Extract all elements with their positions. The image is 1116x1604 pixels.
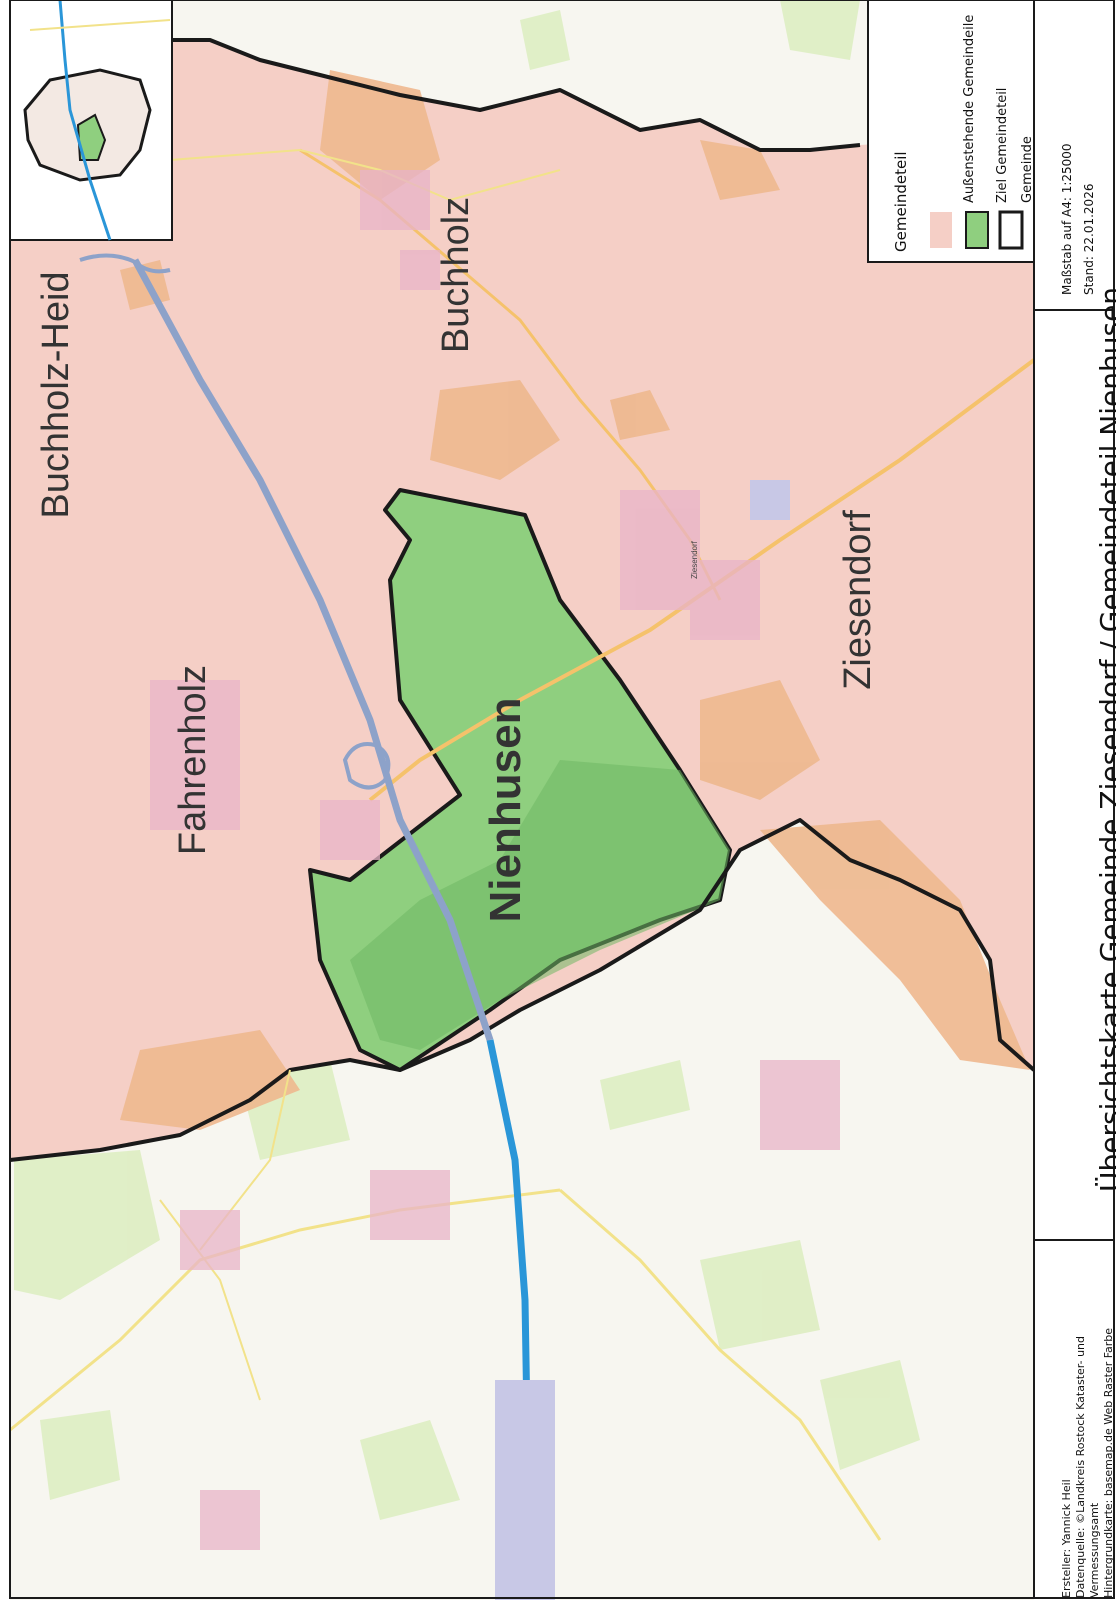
legend-swatch-surrounding (930, 212, 952, 248)
legend-swatch-municipality (998, 210, 1024, 250)
credits-source-cont: Vermessungsamt (1088, 1502, 1101, 1598)
scale-text: Maßstab auf A4: 1:25000 (1060, 143, 1074, 295)
legend-label-municipality: Gemeinde (1020, 136, 1035, 203)
legend-label-target: Ziel Gemeindeteil (995, 87, 1010, 203)
settlements (150, 170, 840, 1550)
label-buchholz-heide: Buchholz-Heid (35, 271, 77, 518)
municipality-boundary-north (172, 38, 861, 152)
label-fahrenholz: Fahrenholz (172, 665, 214, 855)
municipality-boundary (9, 818, 1036, 1162)
date-text: Stand: 22.01.2026 (1082, 183, 1096, 295)
motorway (131, 258, 494, 1042)
legend-label-surrounding: Außenstehende Gemeindeile (962, 14, 977, 203)
credits-author: Ersteller: Yannick Heil (1060, 1479, 1073, 1598)
legend-box (867, 0, 1035, 263)
label-nienhusen: Nienhusen (481, 698, 530, 923)
motorway-junction-north (79, 253, 171, 274)
credits-basemap: Hintergrundkarte: basemap.de Web Raster … (1102, 1327, 1115, 1598)
label-buchholz: Buchholz (435, 197, 477, 353)
label-ziesendorf: Ziesendorf (837, 510, 879, 690)
forest-areas (120, 70, 1030, 1130)
credits-source: Datenquelle: ©Landkreis Rostock Kataster… (1074, 1336, 1087, 1598)
target-forest-shade (350, 760, 730, 1050)
inset-map[interactable] (9, 0, 173, 241)
legend-title: Gemeindeteil (892, 151, 910, 252)
motorway-junction (342, 742, 391, 790)
legend-swatch-target (965, 211, 989, 249)
sheet-frame (9, 0, 1115, 1599)
credits-block: Ersteller: Yannick Heil Datenquelle: ©La… (1060, 1328, 1116, 1598)
meadow-areas (14, 0, 920, 1520)
industrial-areas (495, 480, 790, 1600)
label-ziesendorf-small: Ziesendorf (690, 540, 699, 579)
map-title: Übersichtskarte Gemeinde Ziesendorf / Ge… (1094, 286, 1116, 1192)
